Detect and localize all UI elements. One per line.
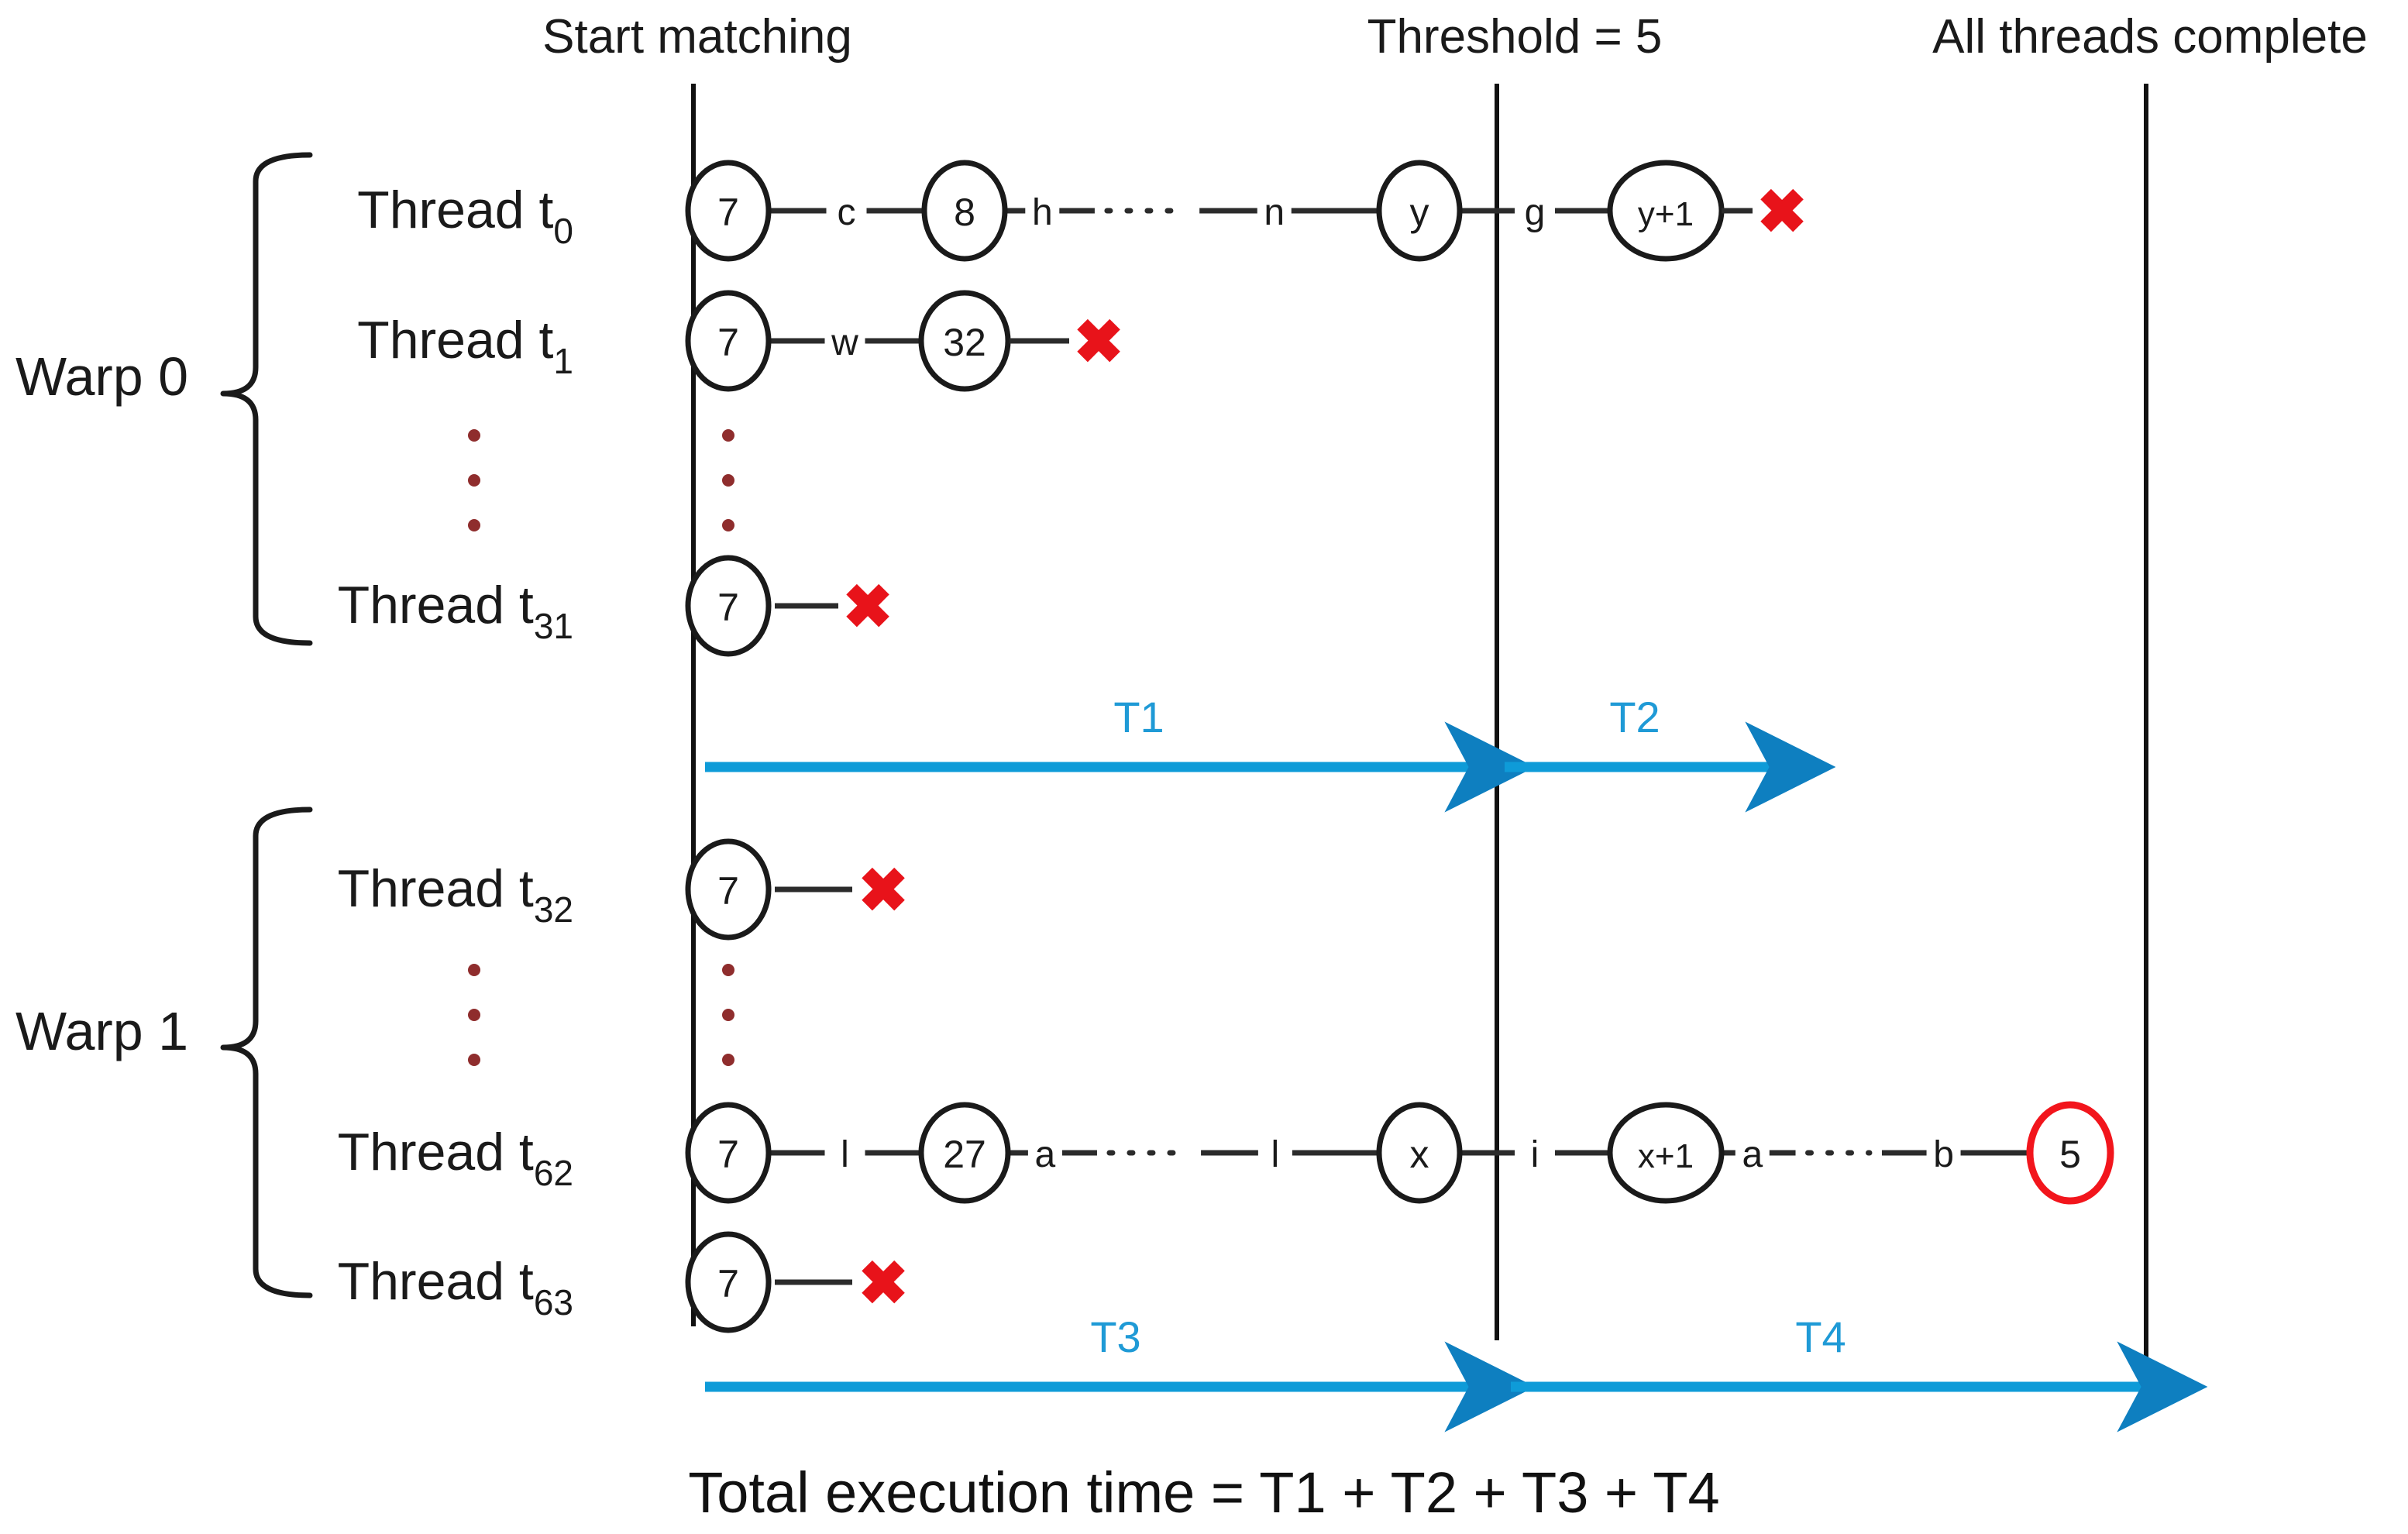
thread-label-main-t63: Thread t xyxy=(338,1252,534,1311)
edge-label2-t62-1: l xyxy=(1271,1134,1280,1175)
thread-label-t63: Thread t63 xyxy=(338,1252,573,1322)
edge-label-t1-0: w xyxy=(831,322,858,363)
vertical-ellipsis-dot-dots-chain-w1-1 xyxy=(722,1009,734,1021)
node-label-t0-1: 8 xyxy=(954,191,975,234)
node-label-t62-2: x xyxy=(1410,1133,1429,1176)
node-circle-t32-0 xyxy=(685,838,772,941)
edge-label-t62-3: a xyxy=(1742,1134,1763,1175)
warp-label-warp0: Warp 0 xyxy=(15,346,188,407)
thread-label-sub-t32: 32 xyxy=(534,889,573,930)
node-label-t62-3: x+1 xyxy=(1638,1137,1694,1175)
thread-label-sub-t0: 0 xyxy=(553,211,573,251)
thread-label-main-t32: Thread t xyxy=(338,859,534,918)
thread-label-t62: Thread t62 xyxy=(338,1123,573,1193)
node-label-t32-0: 7 xyxy=(717,869,739,913)
vertical-ellipsis-dot-dots-chain-w0-1 xyxy=(722,474,734,487)
edge-label-t0-1: h xyxy=(1032,192,1053,233)
vertical-ellipsis-dot-dots-label-w0-2 xyxy=(468,519,480,531)
node-label-t0-0: 7 xyxy=(717,191,739,234)
node-circle-t0-2 xyxy=(1376,160,1463,262)
node-label-t62-4: 5 xyxy=(2059,1133,2081,1176)
column-label-start: Start matching xyxy=(542,10,852,64)
thread-row-t63: Thread t63 7 ✖ xyxy=(338,1231,909,1333)
node-label-t62-0: 7 xyxy=(717,1133,739,1176)
thread-label-t1: Thread t1 xyxy=(357,311,573,381)
fail-x-icon-t1: ✖ xyxy=(1073,308,1123,376)
caption-layer: Total execution time = T1 + T2 + T3 + T4 xyxy=(688,1460,1719,1525)
node-circle-t62-2 xyxy=(1376,1102,1463,1204)
edge-label-t62-1: a xyxy=(1035,1134,1056,1175)
edge-label2-t0-1: n xyxy=(1264,192,1285,233)
node-circle-t63-0 xyxy=(685,1231,772,1333)
vertical-ellipsis-dot-dots-chain-w0-0 xyxy=(722,429,734,442)
vertical-ellipsis-dot-dots-label-w0-0 xyxy=(468,429,480,442)
thread-label-main-t62: Thread t xyxy=(338,1123,534,1181)
node-label-t1-0: 7 xyxy=(717,321,739,364)
column-label-complete: All threads complete xyxy=(1932,10,2368,64)
node-circle-t0-1 xyxy=(921,160,1008,262)
thread-row-t32: Thread t32 7 ✖ xyxy=(338,838,909,941)
edge-label2-t62-3: b xyxy=(1933,1134,1954,1175)
thread-label-sub-t31: 31 xyxy=(534,606,573,646)
vertical-ellipsis-dot-dots-chain-w1-0 xyxy=(722,964,734,976)
time-arrow-label-T1: T1 xyxy=(1113,693,1164,741)
thread-row-t0: Thread t0 c h n g 7 8 y y+1 ✖ xyxy=(357,160,1808,262)
fail-x-icon-t0: ✖ xyxy=(1756,177,1807,246)
edge-label-t0-2: g xyxy=(1525,192,1546,233)
time-arrow-label-T2: T2 xyxy=(1609,693,1660,741)
vertical-ellipsis-dot-dots-label-w0-1 xyxy=(468,474,480,487)
node-circle-t31-0 xyxy=(685,555,772,657)
thread-label-t32: Thread t32 xyxy=(338,859,573,930)
node-circle-t62-1 xyxy=(918,1102,1011,1204)
node-label-t1-1: 32 xyxy=(943,321,986,364)
thread-label-t31: Thread t31 xyxy=(338,576,573,646)
node-label-t0-2: y xyxy=(1410,191,1429,234)
fail-x-icon-t32: ✖ xyxy=(858,856,908,924)
column-marker-layer: Start matching Threshold = 5 All threads c… xyxy=(542,10,2368,1357)
thread-row-t1: Thread t1 w 7 32 ✖ xyxy=(357,290,1124,392)
total-execution-time-caption: Total execution time = T1 + T2 + T3 + T4 xyxy=(688,1460,1719,1525)
thread-label-sub-t63: 63 xyxy=(534,1282,573,1322)
node-label-t63-0: 7 xyxy=(717,1262,739,1305)
ellipsis-layer xyxy=(468,429,734,1066)
vertical-ellipsis-dot-dots-label-w1-1 xyxy=(468,1009,480,1021)
thread-row-t62: Thread t62 l a l i a b 7 27 x x+1 5 xyxy=(338,1101,2114,1205)
vertical-ellipsis-dot-dots-chain-w1-2 xyxy=(722,1054,734,1066)
node-label-t31-0: 7 xyxy=(717,586,739,629)
node-circle-t62-3 xyxy=(1607,1102,1725,1204)
node-label-t62-1: 27 xyxy=(943,1133,986,1176)
edge-label-t62-2: i xyxy=(1531,1134,1539,1175)
edge-label-t62-0: l xyxy=(841,1134,849,1175)
thread-label-main-t1: Thread t xyxy=(357,311,553,370)
node-circle-t1-0 xyxy=(685,290,772,392)
thread-label-main-t0: Thread t xyxy=(357,181,553,239)
warp-brace-warp0 xyxy=(220,152,313,646)
warp-label-warp1: Warp 1 xyxy=(15,1001,188,1061)
vertical-ellipsis-dot-dots-label-w1-2 xyxy=(468,1054,480,1066)
thread-label-sub-t1: 1 xyxy=(553,341,573,381)
warp-brace-warp1 xyxy=(220,807,313,1298)
node-circle-t62-4 xyxy=(2026,1101,2114,1205)
edge-label-t0-0: c xyxy=(838,192,856,233)
node-circle-t1-1 xyxy=(918,290,1011,392)
time-arrow-label-T3: T3 xyxy=(1090,1312,1140,1361)
thread-label-main-t31: Thread t xyxy=(338,576,534,635)
node-label-t0-3: y+1 xyxy=(1638,195,1694,233)
node-circle-t62-0 xyxy=(685,1102,772,1204)
time-arrow-label-T4: T4 xyxy=(1795,1312,1846,1361)
fail-x-icon-t31: ✖ xyxy=(842,573,893,641)
thread-label-sub-t62: 62 xyxy=(534,1153,573,1193)
thread-label-t0: Thread t0 xyxy=(357,181,573,251)
column-label-threshold: Threshold = 5 xyxy=(1367,10,1663,64)
fail-x-icon-t63: ✖ xyxy=(858,1249,908,1317)
node-circle-t0-0 xyxy=(685,160,772,262)
vertical-ellipsis-dot-dots-chain-w0-2 xyxy=(722,519,734,531)
warp-brace-layer: Warp 0 Warp 1 xyxy=(15,152,313,1298)
thread-row-t31: Thread t31 7 ✖ xyxy=(338,555,893,657)
vertical-ellipsis-dot-dots-label-w1-0 xyxy=(468,964,480,976)
